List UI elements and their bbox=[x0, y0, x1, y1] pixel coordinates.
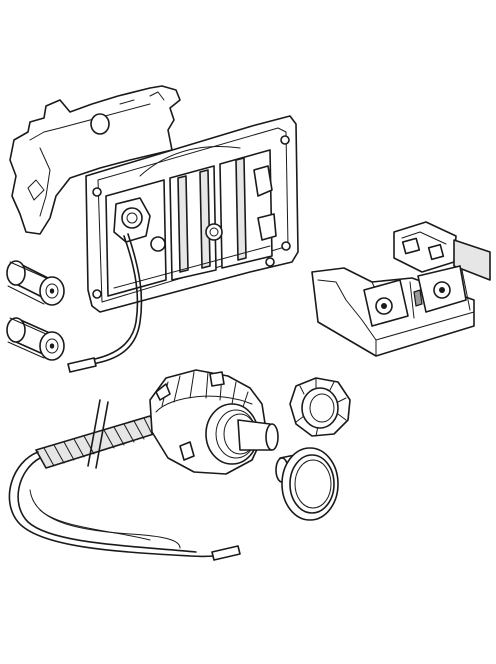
mounting-ring bbox=[289, 377, 351, 437]
flush-button bbox=[275, 447, 339, 521]
electronics-box bbox=[311, 221, 491, 357]
battery-bottom bbox=[6, 317, 65, 361]
battery-top bbox=[6, 260, 65, 306]
cable-connector bbox=[67, 357, 97, 373]
cable-end-connector bbox=[211, 545, 241, 561]
mounting-frame bbox=[9, 85, 299, 373]
flush-actuator-unit bbox=[149, 369, 279, 475]
cover-hole bbox=[90, 113, 110, 135]
